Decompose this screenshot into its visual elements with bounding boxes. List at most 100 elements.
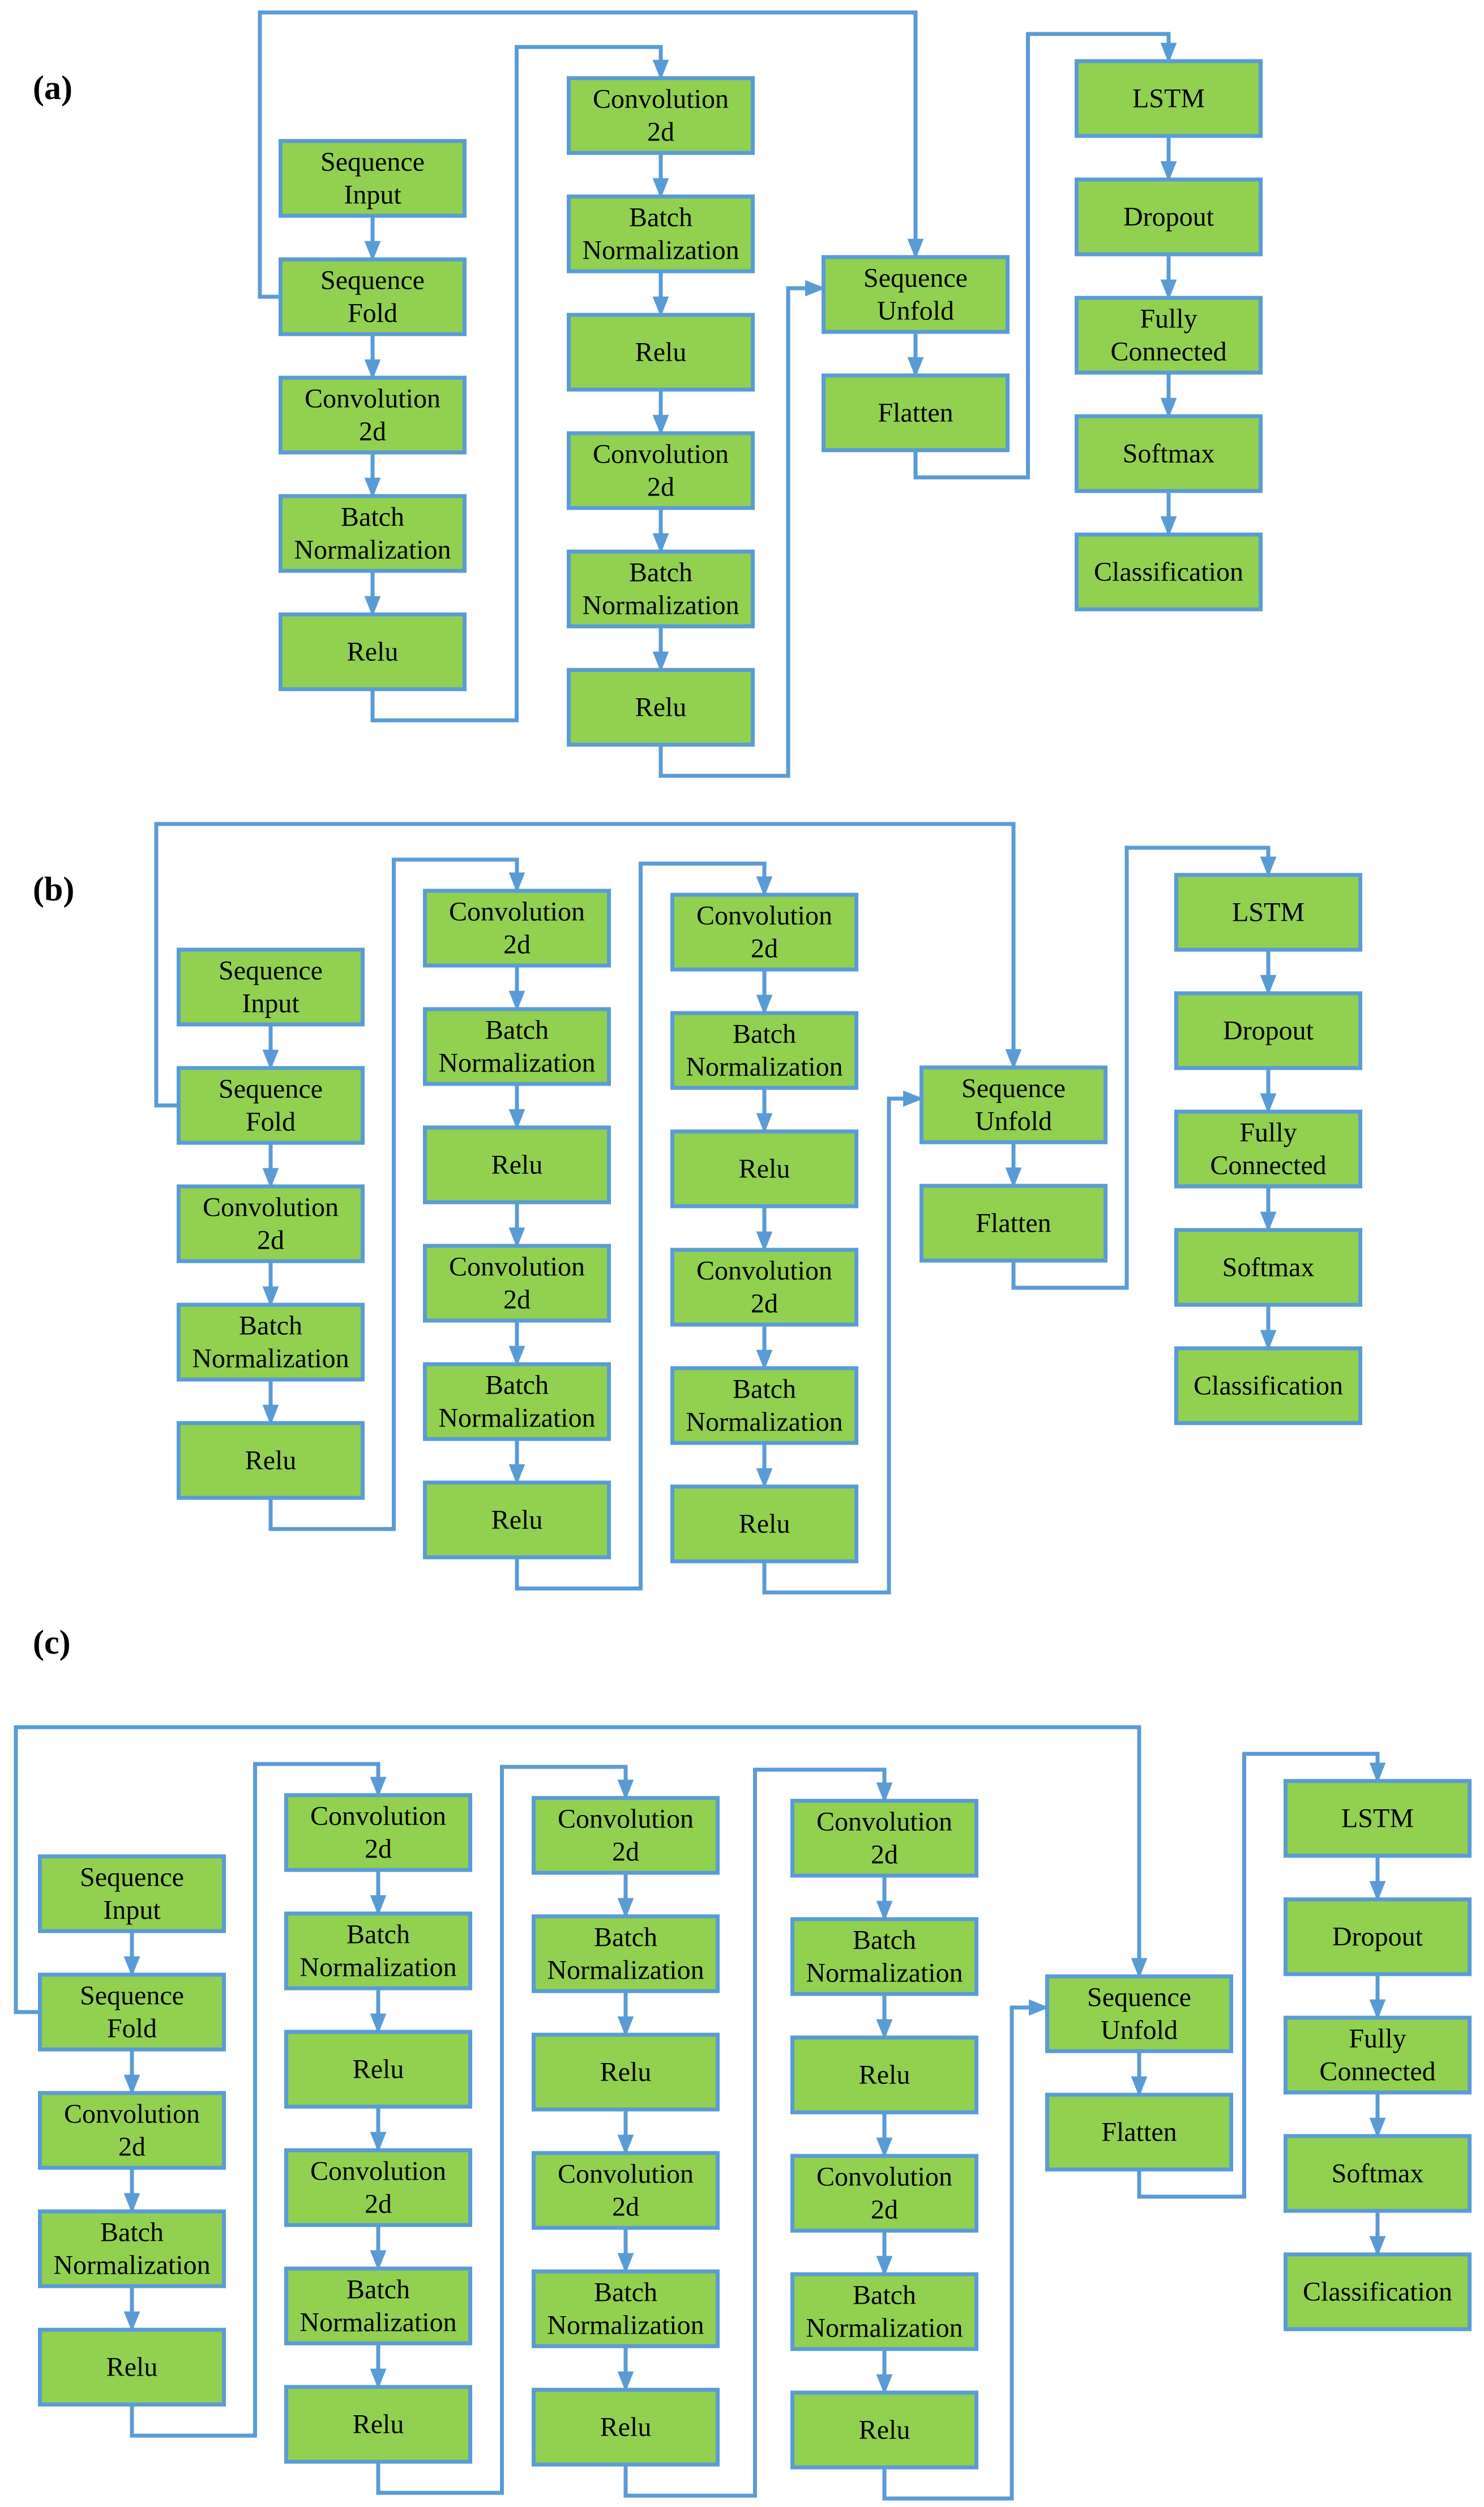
- node-box: [1174, 873, 1362, 952]
- node-label: Fully: [1140, 304, 1197, 334]
- node-label: Connected: [1110, 337, 1226, 367]
- node-label: Convolution: [558, 1804, 694, 1834]
- node-label: 2d: [751, 934, 778, 964]
- node-box: [670, 1248, 858, 1327]
- node-box: [1174, 991, 1362, 1070]
- node-label: Convolution: [310, 2156, 446, 2186]
- node-box: [532, 2269, 720, 2348]
- node-relu: Relu: [284, 2030, 472, 2109]
- node-box: [279, 139, 467, 218]
- node-box: [284, 1793, 472, 1872]
- node-label: Batch: [239, 1311, 302, 1341]
- node-label: Batch: [733, 1374, 796, 1404]
- node-box: [532, 2032, 720, 2112]
- node-label: Batch: [853, 2280, 916, 2310]
- node-box: [279, 375, 467, 455]
- connectors-layer: [14, 10, 1386, 2501]
- node-label: Batch: [594, 1923, 657, 1953]
- node-box: [532, 1796, 720, 1875]
- node-box: [567, 76, 755, 155]
- node-label: Relu: [245, 1446, 297, 1476]
- node-label: Batch: [100, 2218, 164, 2248]
- node-box: [532, 2151, 720, 2230]
- panel-a-label: (a): [33, 69, 72, 106]
- node-box: [790, 1917, 978, 1996]
- panel-a-fold-unfold-loop: [258, 10, 924, 299]
- node-label: LSTM: [1232, 898, 1305, 928]
- node-box: [423, 1125, 611, 1205]
- node-box: [1045, 1974, 1233, 2053]
- node-label: 2d: [647, 117, 674, 147]
- node-label: 2d: [871, 1840, 898, 1870]
- node-relu: Relu: [670, 1129, 858, 1208]
- node-box: [670, 1129, 858, 1208]
- node-box: [790, 1799, 978, 1878]
- node-box: [177, 1066, 365, 1145]
- node-label: Unfold: [975, 1107, 1052, 1137]
- node-label: Normalization: [294, 535, 451, 565]
- node-relu: Relu: [284, 2385, 472, 2464]
- node-label: 2d: [647, 472, 674, 502]
- node-label: Input: [103, 1895, 161, 1925]
- panel-c-label: (c): [33, 1624, 71, 1661]
- node-box: [532, 1914, 720, 1993]
- node-lstm: LSTM: [1075, 59, 1263, 138]
- node-label: Batch: [594, 2278, 657, 2308]
- node-box: [790, 2390, 978, 2470]
- node-label: Flatten: [1101, 2117, 1177, 2147]
- node-label: Relu: [491, 1505, 543, 1535]
- node-label: Relu: [635, 693, 687, 723]
- node-box: [790, 2035, 978, 2115]
- node-label: LSTM: [1341, 1804, 1414, 1834]
- node-label: Convolution: [816, 1807, 952, 1837]
- node-lstm: LSTM: [1284, 1779, 1472, 1858]
- node-relu: Relu: [567, 313, 755, 392]
- node-label: Unfold: [877, 296, 954, 326]
- node-label: Sequence: [863, 263, 968, 293]
- panel-b-block-link-arrow: [268, 857, 525, 1531]
- node-box: [822, 373, 1010, 452]
- node-label: Normalization: [192, 1344, 349, 1374]
- node-label: 2d: [118, 2132, 146, 2162]
- panel-labels-layer: (a)(b)(c): [33, 69, 74, 1661]
- node-label: Relu: [353, 2410, 404, 2440]
- node-label: Convolution: [64, 2099, 200, 2129]
- node-box: [1174, 1346, 1362, 1425]
- node-box: [38, 1854, 226, 1933]
- node-label: Convolution: [449, 897, 585, 927]
- panel-a-flatten-to-lstm-arrow: [913, 32, 1177, 480]
- node-label: Classification: [1194, 1371, 1343, 1401]
- node-box: [279, 612, 467, 691]
- node-label: Batch: [347, 1920, 410, 1950]
- node-label: Normalization: [686, 1407, 842, 1437]
- node-dropout: Dropout: [1075, 177, 1263, 257]
- node-label: 2d: [751, 1289, 778, 1319]
- node-box: [790, 2154, 978, 2233]
- node-box: [423, 1480, 611, 1560]
- node-label: Fold: [348, 298, 397, 328]
- node-box: [284, 2030, 472, 2109]
- panel-a-to-unfold-arrow: [658, 280, 826, 778]
- node-label: Softmax: [1123, 439, 1215, 469]
- node-label: Input: [344, 180, 401, 210]
- node-flatten: Flatten: [1045, 2092, 1233, 2172]
- node-label: Normalization: [53, 2250, 210, 2280]
- node-classification: Classification: [1174, 1346, 1362, 1425]
- node-box: [920, 1184, 1107, 1263]
